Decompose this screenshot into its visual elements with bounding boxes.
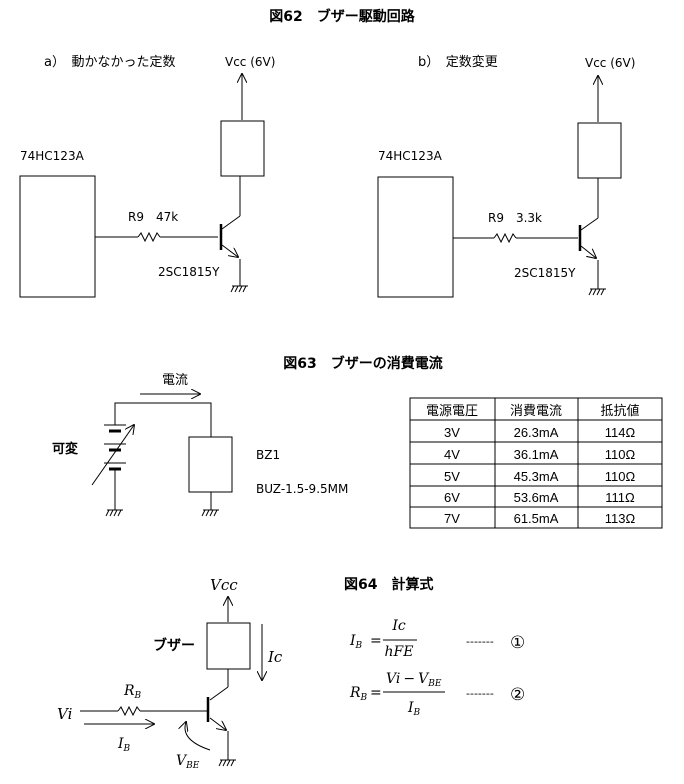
fig62b-ground-icon — [588, 288, 606, 296]
table-header: 抵抗値 — [600, 403, 639, 418]
equation-2-mark: ② — [510, 685, 525, 705]
fig64-buzzer-label: ブザー — [153, 637, 195, 654]
svg-text:hFE: hFE — [385, 644, 414, 660]
table-cell: 53.6mA — [514, 490, 559, 505]
table-cell: 110Ω — [605, 469, 636, 484]
fig62b-circuit: b） 定数変更 Vcc (6V) 74HC123A R9 3.3k 2SC181… — [377, 54, 635, 298]
table-cell: 7V — [444, 511, 460, 526]
table-cell: 36.1mA — [514, 447, 559, 462]
fig64-vi-label: Vi — [57, 705, 73, 723]
fig64-vbe-label: VBE — [176, 753, 200, 771]
fig62a-buzzer — [220, 120, 265, 177]
fig64-title: 図64 計算式 — [344, 576, 433, 593]
fig62a-transistor-label: 2SC1815Y — [158, 265, 220, 279]
svg-text:IB: IB — [349, 633, 363, 651]
fig62a-resistor-label: R9 47k — [128, 210, 178, 224]
fig62a-collector — [221, 215, 241, 230]
fig62b-buzzer — [577, 122, 622, 179]
fig64-resistor — [117, 705, 141, 717]
equation-2: RB = Vi−VBE IB — [349, 671, 445, 718]
fig62b-ic — [377, 176, 454, 298]
fig62a-emitter — [221, 244, 238, 257]
fig62b-ic-label: 74HC123A — [378, 149, 443, 163]
fig63-title: 図63 ブザーの消費電流 — [283, 355, 442, 372]
table-cell: 3V — [444, 425, 460, 440]
fig64-vcc-label: Vcc — [210, 576, 238, 594]
table-header: 消費電流 — [510, 403, 562, 418]
table-cell: 6V — [444, 490, 460, 505]
equation-1-dashes: ------- — [466, 635, 494, 648]
fig62a-ic-label: 74HC123A — [20, 149, 85, 163]
fig62b-transistor-label: 2SC1815Y — [514, 266, 576, 280]
svg-text:=: = — [370, 633, 382, 649]
fig63-buzzer-ref: BZ1 — [256, 448, 280, 462]
fig64-buzzer — [206, 622, 251, 670]
svg-text:RB: RB — [349, 685, 368, 703]
fig64-circuit: Vcc ブザー Ic Vi RB IB VBE — [57, 576, 283, 771]
fig64-ground-icon — [218, 759, 236, 767]
table-cell: 114Ω — [605, 425, 636, 440]
table-cell: 45.3mA — [514, 469, 559, 484]
fig63-current-label: 電流 — [162, 373, 188, 388]
equation-1: IB = Ic hFE — [349, 618, 417, 660]
fig62b-caption: b） 定数変更 — [418, 54, 498, 70]
svg-text:Vi−VBE: Vi−VBE — [386, 671, 442, 689]
fig62a-circuit: a） 動かなかった定数 Vcc (6V) 74HC123A R9 47k 2SC… — [19, 55, 275, 298]
fig63-ground-left-icon — [105, 509, 123, 517]
svg-text:Ic: Ic — [391, 618, 406, 634]
fig62-title: 図62 ブザー駆動回路 — [269, 8, 415, 25]
fig63-variable-label: 可変 — [52, 441, 78, 457]
fig62a-ground-icon — [230, 285, 248, 293]
fig63-buzzer-part: BUZ-1.5-9.5MM — [256, 482, 348, 496]
table-cell: 111Ω — [605, 490, 635, 505]
fig64-collector — [209, 686, 229, 701]
fig63-ground-right-icon — [201, 509, 219, 517]
svg-text:=: = — [370, 685, 382, 701]
fig63-table: 電源電圧 消費電流 抵抗値 3V 26.3mA 114Ω 4V 36.1mA 1… — [409, 397, 663, 529]
equation-2-dashes: ------- — [466, 687, 494, 700]
fig63-circuit: 電流 可変 BZ1 BUZ-1. — [52, 373, 348, 517]
fig62a-resistor — [137, 231, 161, 243]
fig64-ic-label: Ic — [267, 648, 283, 666]
fig63-variable-arrow — [91, 425, 134, 486]
table-header: 電源電圧 — [426, 403, 478, 418]
fig63-wire — [114, 402, 212, 437]
table-cell: 26.3mA — [514, 425, 559, 440]
fig62b-resistor — [493, 232, 517, 244]
table-cell: 4V — [444, 447, 460, 462]
table-cell: 61.5mA — [514, 511, 559, 526]
equation-1-mark: ① — [510, 633, 525, 653]
fig63-buzzer — [188, 436, 233, 493]
table-cell: 110Ω — [605, 447, 636, 462]
fig64-vbe-arrow — [185, 722, 211, 751]
svg-text:IB: IB — [407, 700, 421, 718]
table-cell: 5V — [444, 469, 460, 484]
fig62a-caption: a） 動かなかった定数 — [44, 55, 175, 70]
fig64-rb-label: RB — [123, 683, 142, 701]
table-cell: 113Ω — [605, 511, 636, 526]
fig62a-ic — [19, 175, 96, 298]
fig62a-vcc-label: Vcc (6V) — [225, 55, 275, 69]
fig62b-resistor-label: R9 3.3k — [488, 211, 542, 225]
fig62b-vcc-label: Vcc (6V) — [585, 56, 635, 70]
fig64-ib-label: IB — [117, 736, 131, 754]
fig64-emitter — [209, 717, 226, 730]
